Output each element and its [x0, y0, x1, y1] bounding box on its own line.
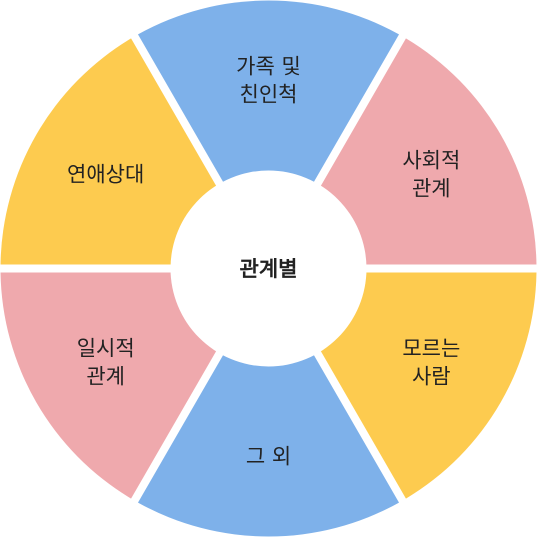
segment-label-line: 그 외 [246, 445, 291, 469]
segment-label-line: 일시적 [77, 337, 135, 361]
segment-label-line: 연애상대 [67, 163, 144, 187]
segment-label-line: 모르는 [402, 337, 460, 361]
segment-other [137, 276, 400, 537]
segment-label-line: 관계 [412, 177, 451, 201]
segment-label-romantic: 연애상대 [67, 163, 144, 187]
center-hub [170, 170, 367, 367]
center-label: 관계별 [240, 257, 298, 281]
segment-label-line: 관계 [86, 365, 125, 389]
segment-label-line: 가족 및 [236, 55, 301, 79]
segment-label-line: 사회적 [402, 149, 460, 173]
segment-family [137, 0, 400, 261]
segment-label-line: 사람 [412, 365, 451, 389]
segment-label-line: 친인척 [240, 83, 298, 107]
segment-label-other: 그 외 [246, 445, 291, 469]
